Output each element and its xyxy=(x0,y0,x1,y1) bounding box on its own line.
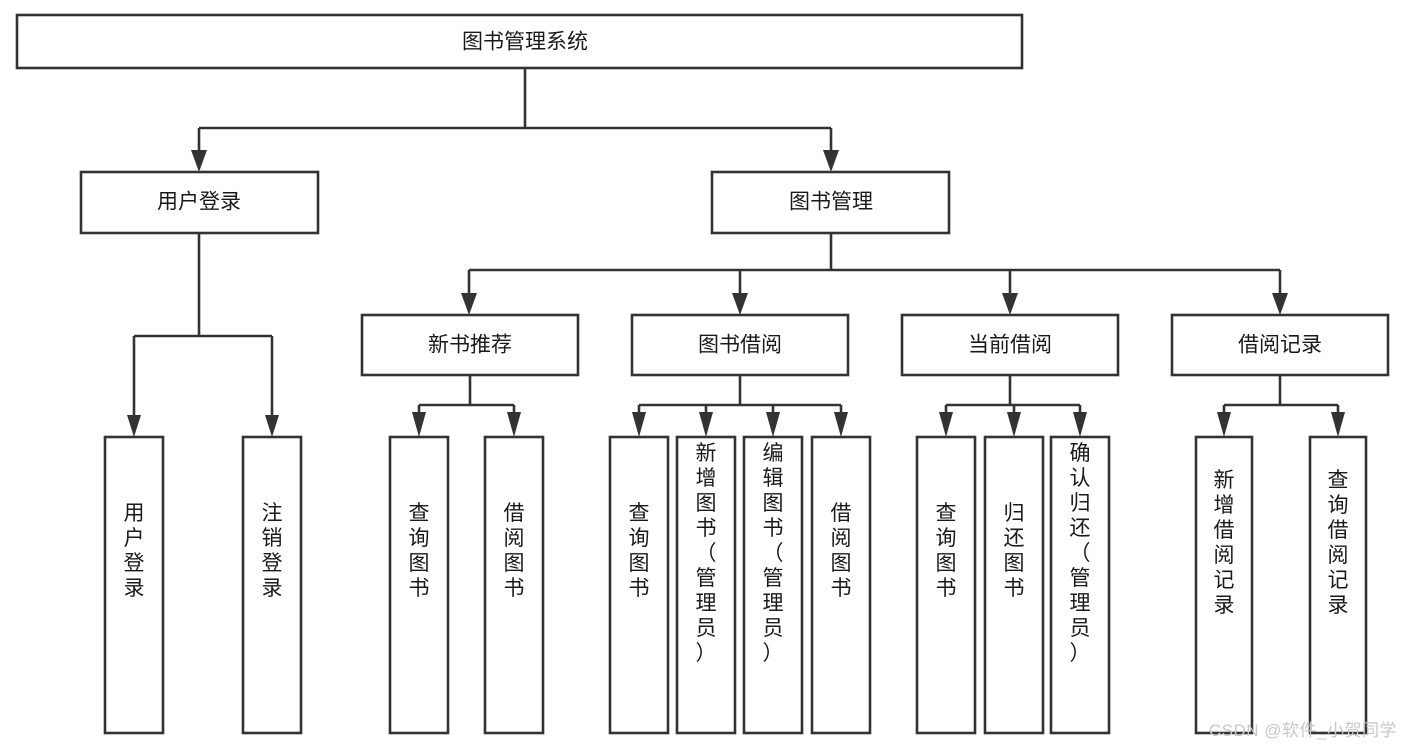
leaf-user-login-1-box[interactable] xyxy=(103,435,165,735)
leaf-book-borrow-2-label: 新增图书（管理员） xyxy=(696,442,717,665)
leaf-new-book-2-box[interactable] xyxy=(483,435,545,735)
leaf-current-borrow-1[interactable]: 查询图书 xyxy=(915,435,977,735)
node-user-login-label: 用户登录 xyxy=(157,191,241,214)
arrowhead-borrow-leaf4 xyxy=(834,412,848,437)
arrowhead-to-user-login xyxy=(191,150,207,172)
node-user-login-box[interactable] xyxy=(79,170,320,235)
leaf-book-borrow-3[interactable]: 编辑图书（管理员） xyxy=(742,435,804,735)
node-book-management-box[interactable] xyxy=(710,170,951,235)
node-root-system[interactable]: 图书管理系统 xyxy=(15,13,1024,70)
node-new-book-recommend[interactable]: 新书推荐 xyxy=(360,313,580,377)
leaf-borrow-record-1-label: 新增借阅记录 xyxy=(1214,469,1235,617)
node-book-borrow-box[interactable] xyxy=(630,313,850,377)
leaf-book-borrow-4-box[interactable] xyxy=(810,435,872,735)
leaf-book-borrow-4[interactable]: 借阅图书 xyxy=(810,435,872,735)
connector-group xyxy=(127,68,1345,437)
leaf-book-borrow-3-box[interactable] xyxy=(742,435,804,735)
leaf-user-login-2-label: 注销登录 xyxy=(262,502,283,600)
leaf-user-login-2[interactable]: 注销登录 xyxy=(241,435,303,735)
node-borrow-record[interactable]: 借阅记录 xyxy=(1170,313,1390,377)
leaf-current-borrow-2[interactable]: 归还图书 xyxy=(983,435,1045,735)
leaf-book-borrow-2[interactable]: 新增图书（管理员） xyxy=(675,435,737,735)
leaf-book-borrow-1-label: 查询图书 xyxy=(629,502,650,600)
leaf-current-borrow-3-label: 确认归还（管理员） xyxy=(1070,442,1091,665)
arrowhead-current-leaf1 xyxy=(939,412,953,437)
leaf-user-login-2-box[interactable] xyxy=(241,435,303,735)
node-new-book-recommend-label: 新书推荐 xyxy=(428,334,512,357)
node-book-management[interactable]: 图书管理 xyxy=(710,170,951,235)
leaf-borrow-record-2[interactable]: 查询借阅记录 xyxy=(1308,435,1368,735)
arrowhead-user-leaf2 xyxy=(265,415,279,437)
arrowhead-new-book xyxy=(461,293,477,315)
leaf-new-book-1[interactable]: 查询图书 xyxy=(388,435,450,735)
arrowhead-book-borrow xyxy=(732,293,748,315)
node-user-login[interactable]: 用户登录 xyxy=(79,170,320,235)
leaf-borrow-record-2-label: 查询借阅记录 xyxy=(1328,469,1349,617)
arrowhead-user-leaf1 xyxy=(127,415,141,437)
leaf-borrow-record-1-box[interactable] xyxy=(1194,435,1254,735)
arrowhead-record-leaf2 xyxy=(1331,412,1345,437)
leaf-book-borrow-1-box[interactable] xyxy=(608,435,670,735)
leaf-book-borrow-1[interactable]: 查询图书 xyxy=(608,435,670,735)
leaf-book-borrow-2-box[interactable] xyxy=(675,435,737,735)
leaf-user-login-1-label: 用户登录 xyxy=(124,502,145,600)
node-current-borrow[interactable]: 当前借阅 xyxy=(900,313,1120,377)
leaf-current-borrow-1-label: 查询图书 xyxy=(936,502,957,600)
arrowhead-record-leaf1 xyxy=(1217,412,1231,437)
leaf-book-borrow-4-label: 借阅图书 xyxy=(831,502,852,600)
node-borrow-record-label: 借阅记录 xyxy=(1238,334,1322,357)
node-book-borrow-label: 图书借阅 xyxy=(698,334,782,357)
arrowhead-new-leaf2 xyxy=(507,412,521,437)
arrowhead-current-borrow xyxy=(1002,293,1018,315)
leaf-current-borrow-3[interactable]: 确认归还（管理员） xyxy=(1049,435,1111,735)
leaf-new-book-1-label: 查询图书 xyxy=(409,502,430,600)
node-current-borrow-label: 当前借阅 xyxy=(968,334,1052,357)
arrowhead-borrow-leaf2 xyxy=(699,412,713,437)
leaf-borrow-record-1[interactable]: 新增借阅记录 xyxy=(1194,435,1254,735)
leaf-current-borrow-3-box[interactable] xyxy=(1049,435,1111,735)
node-root-system-box[interactable] xyxy=(15,13,1024,70)
node-borrow-record-box[interactable] xyxy=(1170,313,1390,377)
arrowhead-borrow-leaf3 xyxy=(766,412,780,437)
arrowhead-borrow-record xyxy=(1272,293,1288,315)
leaf-new-book-2-label: 借阅图书 xyxy=(504,502,525,600)
node-root-system-label: 图书管理系统 xyxy=(462,31,588,54)
arrowhead-current-leaf3 xyxy=(1073,412,1087,437)
arrowhead-new-leaf1 xyxy=(412,412,426,437)
node-book-borrow[interactable]: 图书借阅 xyxy=(630,313,850,377)
leaf-new-book-2[interactable]: 借阅图书 xyxy=(483,435,545,735)
node-current-borrow-box[interactable] xyxy=(900,313,1120,377)
arrowhead-to-book-manage xyxy=(823,150,839,172)
leaf-borrow-record-2-box[interactable] xyxy=(1308,435,1368,735)
leaf-user-login-1[interactable]: 用户登录 xyxy=(103,435,165,735)
leaf-current-borrow-2-label: 归还图书 xyxy=(1004,502,1025,600)
leaf-current-borrow-2-box[interactable] xyxy=(983,435,1045,735)
arrowhead-borrow-leaf1 xyxy=(632,412,646,437)
node-new-book-recommend-box[interactable] xyxy=(360,313,580,377)
arrowhead-current-leaf2 xyxy=(1007,412,1021,437)
node-book-management-label: 图书管理 xyxy=(789,191,873,214)
leaf-book-borrow-3-label: 编辑图书（管理员） xyxy=(763,442,784,665)
leaf-current-borrow-1-box[interactable] xyxy=(915,435,977,735)
leaf-new-book-1-box[interactable] xyxy=(388,435,450,735)
